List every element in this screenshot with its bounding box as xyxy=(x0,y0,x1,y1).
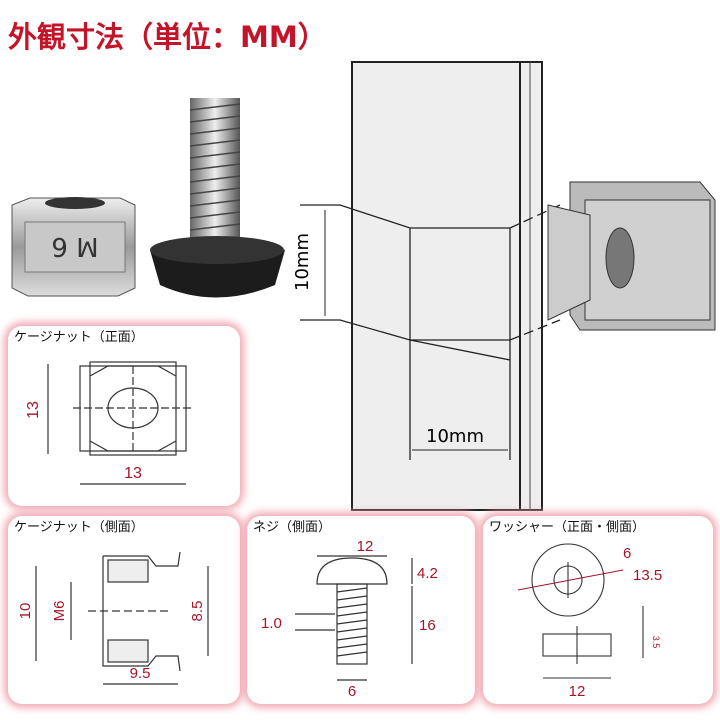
panel-label: ネジ（側面） xyxy=(253,520,332,535)
dim-inner: 8.5 xyxy=(189,601,206,622)
panel-label: ケージナット（正面） xyxy=(14,330,144,345)
cage-nut-side-drawing: 10 M6 8.5 9.5 xyxy=(17,551,209,685)
dim-shaft: 6 xyxy=(348,683,356,700)
panel-label: ワッシャー（正面・側面） xyxy=(489,520,646,535)
dim-height: 13 xyxy=(25,401,42,419)
dim-thickness: 3.5 xyxy=(651,636,661,649)
panel-cage-nut-front: 13 13 ケージナット（正面） xyxy=(8,326,240,506)
dim-thread: M6 xyxy=(51,601,68,622)
dim-width: 13 xyxy=(124,465,142,482)
dim-head-diameter: 12 xyxy=(357,538,374,555)
dim-depth: 9.5 xyxy=(130,665,151,682)
rack-height-label: 10mm xyxy=(292,233,313,291)
dim-head-height: 4.2 xyxy=(417,565,438,582)
cage-nut-front-drawing: 13 13 xyxy=(25,361,193,485)
panel-washer: 6 13.5 3.5 12 ワッシャー（正面・側面） xyxy=(483,516,713,704)
cage-nut-photo: M 6 xyxy=(11,197,136,297)
dim-width: 12 xyxy=(569,683,586,700)
washer-drawing: 6 13.5 3.5 12 xyxy=(517,543,662,700)
panel-screw-side: 12 4.2 1.0 16 6 ネジ（側面） xyxy=(247,516,475,704)
screw-photo xyxy=(150,98,285,298)
page-title: 外観寸法（単位：MM） xyxy=(8,20,327,54)
screw-side-drawing: 12 4.2 1.0 16 6 xyxy=(261,538,438,700)
cage-nut-marking: M 6 xyxy=(51,231,98,261)
dim-outer: 10 xyxy=(17,603,34,620)
rack-width-label: 10mm xyxy=(426,426,484,447)
cage-nut-3d xyxy=(547,181,716,331)
dim-inner-diameter: 6 xyxy=(623,545,631,562)
product-photos: M 6 xyxy=(11,98,285,298)
dim-outer-diameter: 13.5 xyxy=(633,567,662,584)
dim-pitch: 1.0 xyxy=(261,615,282,632)
panel-cage-nut-side: 10 M6 8.5 9.5 ケージナット（側面） xyxy=(8,516,240,704)
panel-label: ケージナット（側面） xyxy=(14,520,144,535)
rack-installation-diagram: 10mm 10mm xyxy=(292,61,716,511)
dim-length: 16 xyxy=(419,617,436,634)
